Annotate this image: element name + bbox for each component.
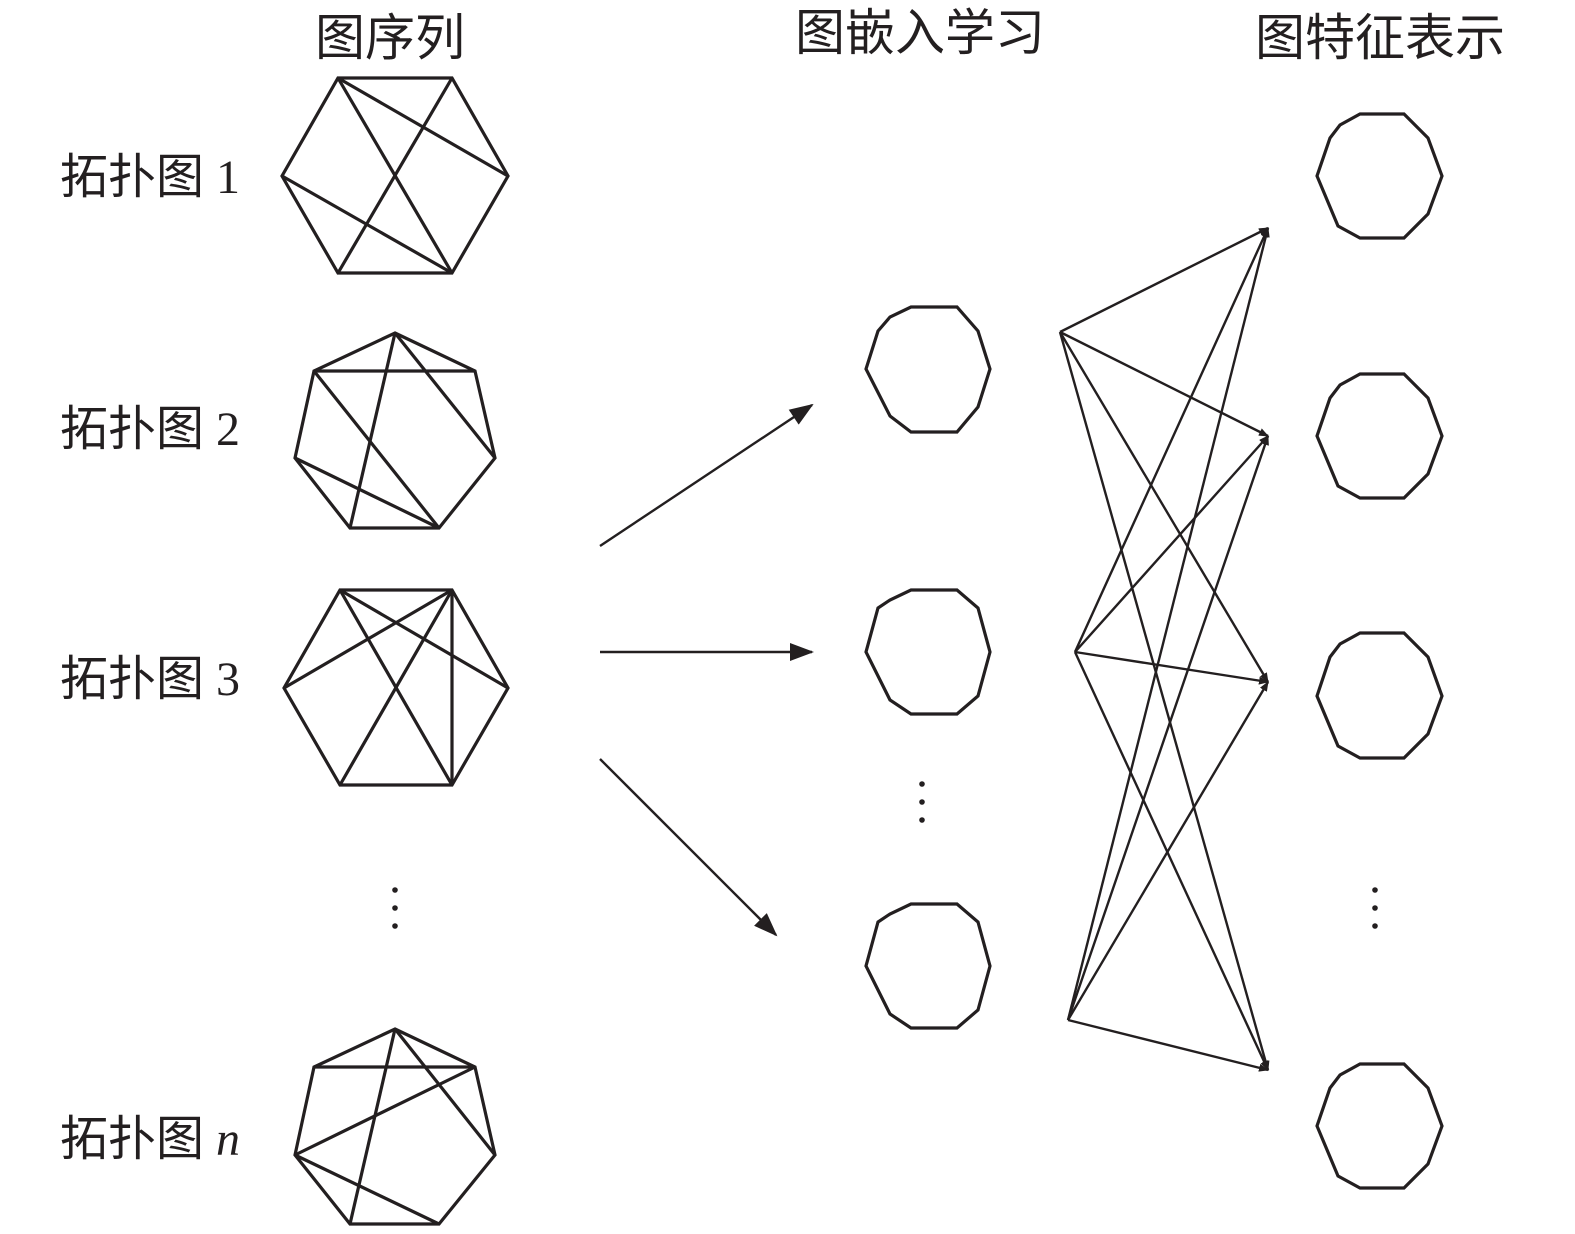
feature-node-2 xyxy=(1315,372,1444,500)
feature-ellipsis xyxy=(1372,887,1378,929)
title-graph-features: 图特征表示 xyxy=(1255,10,1505,66)
graph-label-1: 拓扑图 1 xyxy=(60,151,240,204)
graph-label-n: 拓扑图 n xyxy=(60,1113,240,1166)
feature-node-1 xyxy=(1315,112,1444,240)
embedding-node-1 xyxy=(864,305,992,434)
embedding-node-3 xyxy=(864,902,992,1030)
embedding-to-feature-edges xyxy=(1058,226,1270,1072)
title-graph-embedding: 图嵌入学习 xyxy=(795,5,1045,61)
topology-graph-3 xyxy=(282,588,510,787)
feature-node-3 xyxy=(1315,631,1444,760)
sequence-to-embedding-arrows xyxy=(599,403,814,937)
arrow-to-embedding-3 xyxy=(599,758,778,937)
topology-graph-2 xyxy=(293,331,497,530)
graph-label-3: 拓扑图 3 xyxy=(60,653,240,706)
arrow-to-embedding-1 xyxy=(599,403,814,547)
title-graph-sequence: 图序列 xyxy=(315,10,465,66)
embedding-node-2 xyxy=(864,588,992,716)
topology-graph-n xyxy=(293,1027,497,1226)
topology-graph-1 xyxy=(280,76,510,275)
feature-node-4 xyxy=(1315,1062,1444,1190)
embedding-ellipsis xyxy=(919,781,925,823)
graph-sequence-ellipsis xyxy=(392,887,398,929)
graph-label-2: 拓扑图 2 xyxy=(60,403,240,456)
